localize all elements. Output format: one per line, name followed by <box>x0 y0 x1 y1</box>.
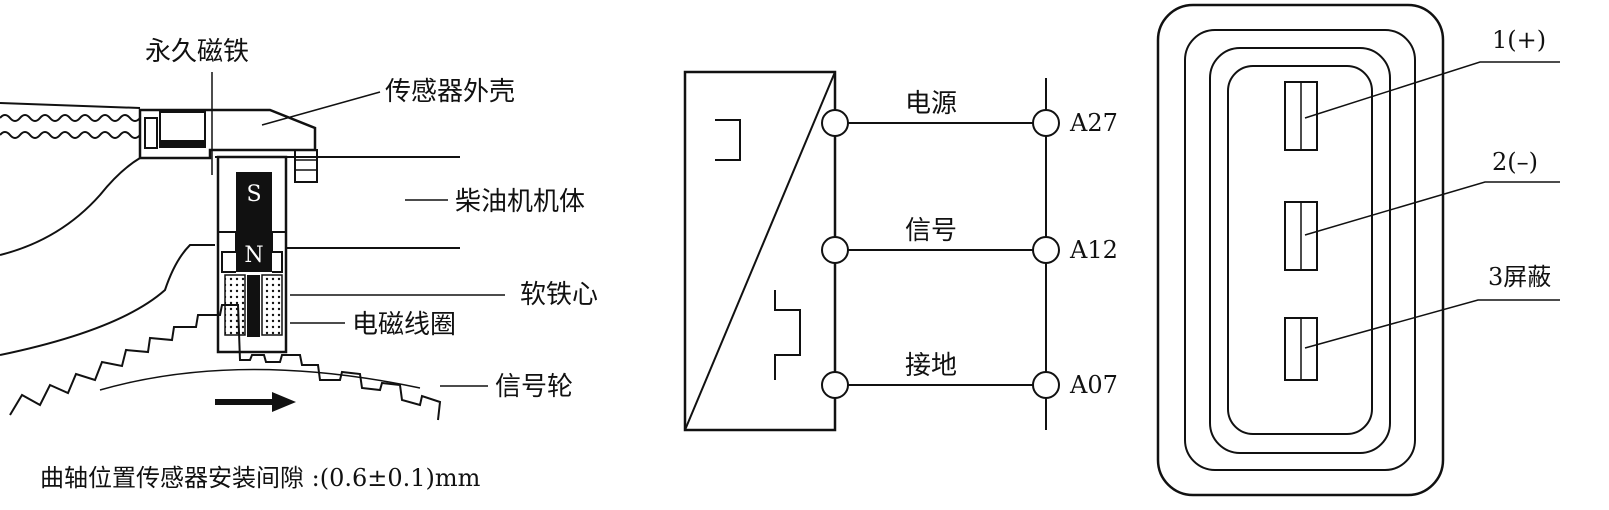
connector-label-pin1: 1(+) <box>1492 26 1546 54</box>
sensor-cross-section <box>0 72 505 421</box>
signal-wheel <box>9 304 442 421</box>
wire-label-power: 电源 <box>905 89 957 119</box>
terminal-a12 <box>1032 236 1060 264</box>
sensor-body <box>216 155 288 354</box>
pin-label-a07: A07 <box>1069 371 1118 399</box>
terminal-power-left <box>821 109 849 137</box>
connector-inner-shell <box>1209 47 1391 454</box>
connector-outer-shell <box>1156 3 1445 497</box>
wire-label-ground: 接地 <box>905 351 957 381</box>
label-engine-block: 柴油机机体 <box>455 187 585 217</box>
sensor-cable <box>0 114 141 122</box>
label-signal-wheel: 信号轮 <box>495 372 573 402</box>
connector-mid-shell <box>1184 29 1416 471</box>
label-sensor-housing: 传感器外壳 <box>385 77 515 107</box>
rotation-arrow-head <box>272 392 296 412</box>
label-coil: 电磁线圈 <box>352 310 456 340</box>
terminal-a27 <box>1032 109 1060 137</box>
bolt <box>294 149 318 183</box>
permanent-magnet <box>236 172 272 212</box>
coil-right <box>261 274 283 336</box>
terminal-ground-left <box>821 371 849 399</box>
connector-label-pin3: 3屏蔽 <box>1488 263 1551 291</box>
wire-label-signal: 信号 <box>905 216 957 246</box>
soft-iron-core <box>236 212 272 272</box>
connector-face <box>1156 3 1560 497</box>
pole-n-label: N <box>244 243 263 268</box>
sensor-housing <box>138 108 317 160</box>
label-soft-iron-core: 软铁心 <box>520 280 598 310</box>
gap-note: 曲轴位置传感器安装间隙 :(0.6±0.1)mm <box>40 464 481 492</box>
circuit-diagram <box>683 70 1060 432</box>
connector-label-pin2: 2(–) <box>1492 148 1538 176</box>
terminal-signal-left <box>821 236 849 264</box>
connector-insert <box>1227 65 1373 435</box>
terminal-a07 <box>1032 371 1060 399</box>
label-permanent-magnet: 永久磁铁 <box>145 37 249 67</box>
pulse-symbol-top <box>715 119 741 161</box>
sensor-block-diagonal <box>684 71 836 431</box>
pulse-symbol-bottom <box>774 290 801 380</box>
pin-label-a27: A27 <box>1069 109 1118 137</box>
pin-label-a12: A12 <box>1069 236 1118 264</box>
pole-s-label: S <box>246 182 261 207</box>
